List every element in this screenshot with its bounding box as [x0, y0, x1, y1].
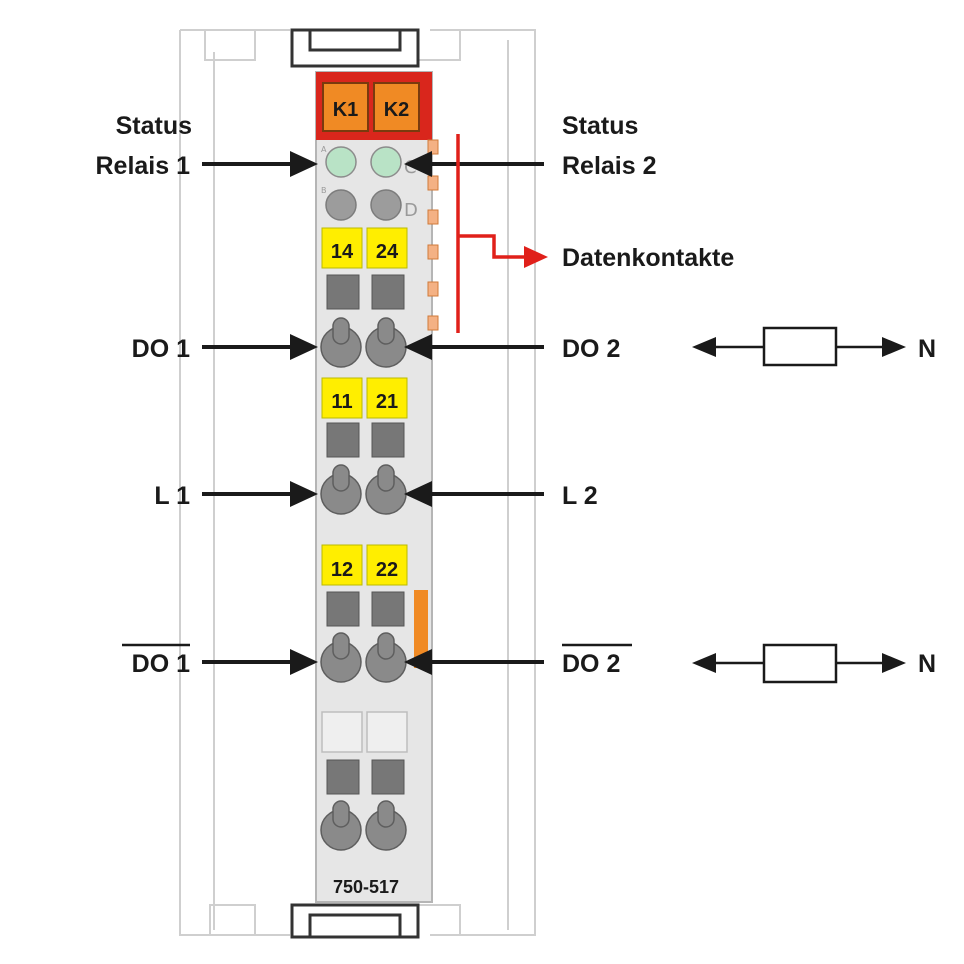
- relay-k1-label: K1: [333, 99, 359, 121]
- load-symbol-2: [692, 643, 906, 684]
- label-data-contacts: Datenkontakte: [562, 244, 734, 272]
- clamp-l2: [365, 464, 407, 515]
- relay-k2-label: K2: [384, 99, 410, 121]
- clamp-do1-inv: [320, 632, 362, 683]
- power-jumper-contact: [414, 590, 428, 668]
- terminal-21-label: 21: [376, 391, 398, 413]
- label-status-1-line2: Relais 1: [95, 152, 190, 180]
- terminal-11-label: 11: [331, 391, 352, 413]
- adjacent-module-outlines: [179, 29, 536, 936]
- label-l2: L 2: [562, 482, 598, 510]
- led-mark-d: D: [404, 200, 418, 221]
- clamp-do1: [320, 317, 362, 368]
- label-n-2: N: [918, 650, 936, 678]
- terminal-row-1: 14 24: [321, 227, 408, 269]
- label-do2: DO 2: [562, 335, 620, 363]
- clamp-row4-left: [320, 800, 362, 851]
- terminal-22-label: 22: [376, 559, 398, 581]
- relay-k1: K1: [322, 82, 369, 132]
- label-do2-inv: DO 2: [562, 650, 620, 678]
- load-symbol-1: [692, 326, 906, 367]
- terminal-12-label: 12: [331, 559, 353, 581]
- relay-k2: K2: [373, 82, 420, 132]
- data-contacts: [427, 139, 439, 331]
- terminal-row-4-unlabeled: [321, 711, 408, 753]
- release-slots: [326, 274, 405, 795]
- terminal-24-label: 24: [376, 241, 399, 263]
- label-do1-inv: DO 1: [132, 650, 190, 678]
- clamp-openings: [320, 317, 407, 851]
- led-mark-b: B: [321, 186, 327, 195]
- clamp-do2: [365, 317, 407, 368]
- part-number: 750-517: [333, 877, 399, 897]
- label-status-1-line1: Status: [116, 112, 192, 140]
- terminal-row-3: 12 22: [321, 544, 408, 586]
- led-off-1: [325, 189, 357, 221]
- led-relay-1: [325, 146, 357, 178]
- led-off-2: [370, 189, 402, 221]
- clamp-l1: [320, 464, 362, 515]
- label-status-2-line2: Relais 2: [562, 152, 657, 180]
- label-l1: L 1: [154, 482, 190, 510]
- data-contacts-marker: [456, 134, 548, 333]
- label-n-1: N: [918, 335, 936, 363]
- terminal-row-2: 11 21: [321, 377, 408, 419]
- clamp-do2-inv: [365, 632, 407, 683]
- connection-arrows: [202, 151, 544, 675]
- clamp-row4-right: [365, 800, 407, 851]
- status-leds: A B C D: [321, 145, 418, 221]
- led-mark-a: A: [321, 145, 327, 154]
- terminal-14-label: 14: [331, 241, 354, 263]
- label-status-2-line1: Status: [562, 112, 638, 140]
- label-do1: DO 1: [132, 335, 190, 363]
- led-relay-2: [370, 146, 402, 178]
